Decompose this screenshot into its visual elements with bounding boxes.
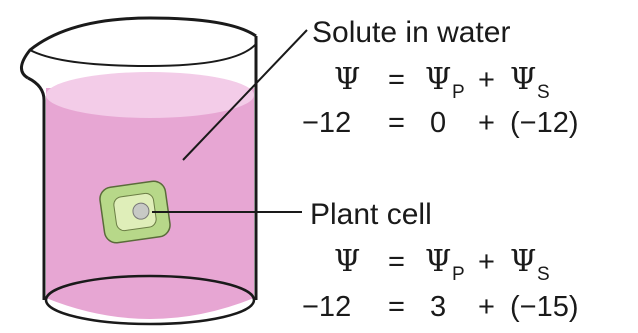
water-title: Solute in water xyxy=(312,16,510,49)
cell-plus-2: + xyxy=(478,291,495,323)
cell-equals: = xyxy=(388,246,405,278)
water-plus: + xyxy=(478,64,495,96)
cell-psi-s-symbol: Ψ xyxy=(510,244,536,279)
cell-potential-value: −12 xyxy=(302,291,351,323)
water-psi-p-symbol: Ψ xyxy=(425,62,451,97)
beaker xyxy=(20,16,258,326)
cell-solute-potential: (−15) xyxy=(510,291,579,323)
cell-psi-p-symbol: Ψ xyxy=(425,244,451,279)
cell-plus: + xyxy=(478,246,495,278)
water-label-block: Solute in water Ψ = Ψ P + Ψ S −12 = 0 + … xyxy=(302,16,579,139)
cell-equals-2: = xyxy=(388,291,405,323)
beaker-bottom xyxy=(44,274,256,326)
water-subscript-p: P xyxy=(452,82,465,103)
water-equals: = xyxy=(388,64,405,96)
cell-label-block: Plant cell Ψ = Ψ P + Ψ S −12 = 3 + (−15) xyxy=(302,198,579,323)
water-leader-line xyxy=(182,29,308,161)
cell-nucleus xyxy=(132,202,150,220)
plant-cell xyxy=(99,180,171,244)
water-psi-s-symbol: Ψ xyxy=(510,62,536,97)
water-subscript-s: S xyxy=(537,82,550,103)
water-psi-symbol: Ψ xyxy=(334,62,360,97)
water-potential-value: −12 xyxy=(302,107,351,139)
beaker-rim-back xyxy=(29,43,257,68)
beaker-rim xyxy=(20,16,257,80)
water-solute-potential: (−12) xyxy=(510,107,579,139)
water-plus-2: + xyxy=(478,107,495,139)
water-pressure-potential: 0 xyxy=(430,107,446,139)
cell-subscript-s: S xyxy=(537,264,550,285)
water-equals-2: = xyxy=(388,107,405,139)
beaker-wall-left xyxy=(27,76,46,300)
cell-title: Plant cell xyxy=(310,198,432,231)
cell-subscript-p: P xyxy=(452,264,465,285)
cell-psi-symbol: Ψ xyxy=(334,244,360,279)
cell-pressure-potential: 3 xyxy=(430,291,446,323)
solution-surface xyxy=(46,72,254,118)
